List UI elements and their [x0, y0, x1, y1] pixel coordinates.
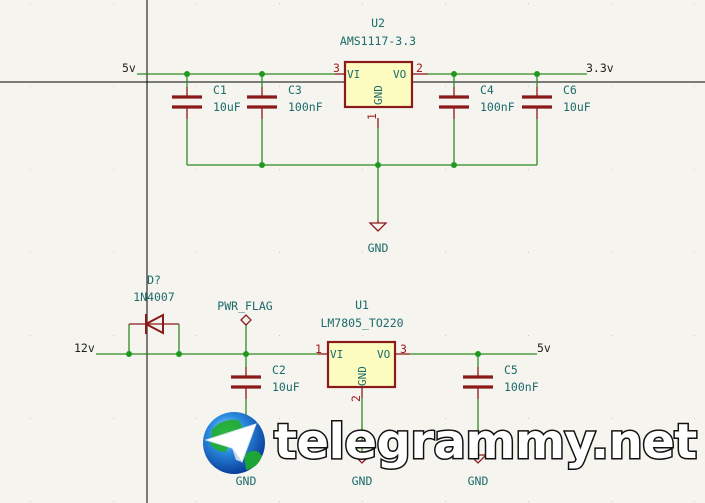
capacitor-value: 10uF [563, 100, 591, 114]
capacitor-ref: C3 [288, 83, 302, 97]
junction-dot [534, 71, 540, 77]
capacitor-c1[interactable]: C1 10uF [172, 74, 241, 165]
u2-pin-in-name: VI [347, 68, 360, 81]
capacitor-value: 100nF [480, 100, 515, 114]
capacitor-c3[interactable]: C3 100nF [247, 74, 323, 165]
junction-dot [184, 71, 190, 77]
u1-pin-out-name: VO [377, 348, 390, 361]
capacitor-ref: C4 [480, 83, 494, 97]
net-label-12v[interactable]: 12v [74, 341, 95, 355]
diode-d[interactable] [143, 313, 164, 335]
u2-pin-out-name: VO [393, 68, 406, 81]
u1-ref: U1 [355, 298, 369, 312]
u1-pin-out-number: 3 [400, 342, 407, 356]
gnd-symbol[interactable]: GND [352, 454, 373, 488]
diode-ref: D? [147, 273, 161, 287]
telegram-globe-icon [203, 412, 265, 474]
u1-pin-gnd-number: 2 [349, 395, 363, 402]
capacitor-ref: C5 [504, 363, 518, 377]
capacitor-value: 10uF [213, 100, 241, 114]
diode-value: 1N4007 [133, 290, 175, 304]
regulator-u1-body[interactable] [326, 340, 397, 389]
junction-dot [126, 351, 132, 357]
u2-pin-out-number: 2 [416, 61, 423, 75]
u2-pin-in-number: 3 [333, 61, 340, 75]
gnd-label: GND [368, 241, 389, 255]
junction-dot [375, 162, 381, 168]
u2-value: AMS1117-3.3 [340, 34, 416, 48]
gnd-label: GND [236, 474, 257, 488]
bottom-circuit: D? 1N4007 PWR_FLAG U1 LM7805_TO220 1 VI … [74, 273, 551, 488]
capacitor-value: 10uF [272, 380, 300, 394]
u2-ref: U2 [371, 16, 385, 30]
u1-pin-gnd-name: GND [356, 366, 369, 386]
pwr-flag-label: PWR_FLAG [217, 299, 272, 313]
gnd-label: GND [352, 474, 373, 488]
junction-dot [475, 351, 481, 357]
capacitor-ref: C1 [213, 83, 227, 97]
watermark: telegrammy.net [203, 412, 699, 474]
capacitor-c4[interactable]: C4 100nF [439, 74, 515, 165]
watermark-text: telegrammy.net [274, 414, 697, 470]
capacitor-c6[interactable]: C6 10uF [522, 74, 591, 165]
u1-pin-in-number: 1 [315, 342, 322, 356]
junction-dot [243, 351, 249, 357]
pwr-flag-symbol[interactable] [240, 314, 252, 326]
junction-dot [176, 351, 182, 357]
junction-dot [259, 71, 265, 77]
junction-dot [451, 162, 457, 168]
gnd-label: GND [468, 474, 489, 488]
junction-dot [259, 162, 265, 168]
capacitor-value: 100nF [504, 380, 539, 394]
u1-pin-in-name: VI [330, 348, 343, 361]
junction-dot [451, 71, 457, 77]
capacitors: C1 10uF C3 100nF C4 100nF C6 10uF C2 10uF C5 100nF [172, 74, 591, 458]
capacitor-c5[interactable]: C5 100nF [463, 354, 539, 455]
u1-value: LM7805_TO220 [320, 316, 403, 330]
top-circuit: U2 AMS1117-3.3 3 VI VO 2 GND 1 5v 3.3v G… [122, 16, 614, 255]
capacitor-ref: C2 [272, 363, 286, 377]
capacitor-ref: C6 [563, 83, 577, 97]
u2-pin-gnd-number: 1 [365, 113, 379, 120]
gnd-symbol[interactable]: GND [368, 220, 389, 255]
gnd-symbol[interactable]: GND [468, 454, 489, 488]
regulator-u2-body[interactable] [343, 60, 414, 109]
net-label-5v-in[interactable]: 5v [122, 61, 136, 75]
junctions [126, 71, 540, 357]
u2-pin-gnd-name: GND [372, 85, 385, 105]
capacitor-value: 100nF [288, 100, 323, 114]
net-label-3v3[interactable]: 3.3v [586, 61, 614, 75]
net-label-5v-out[interactable]: 5v [537, 341, 551, 355]
